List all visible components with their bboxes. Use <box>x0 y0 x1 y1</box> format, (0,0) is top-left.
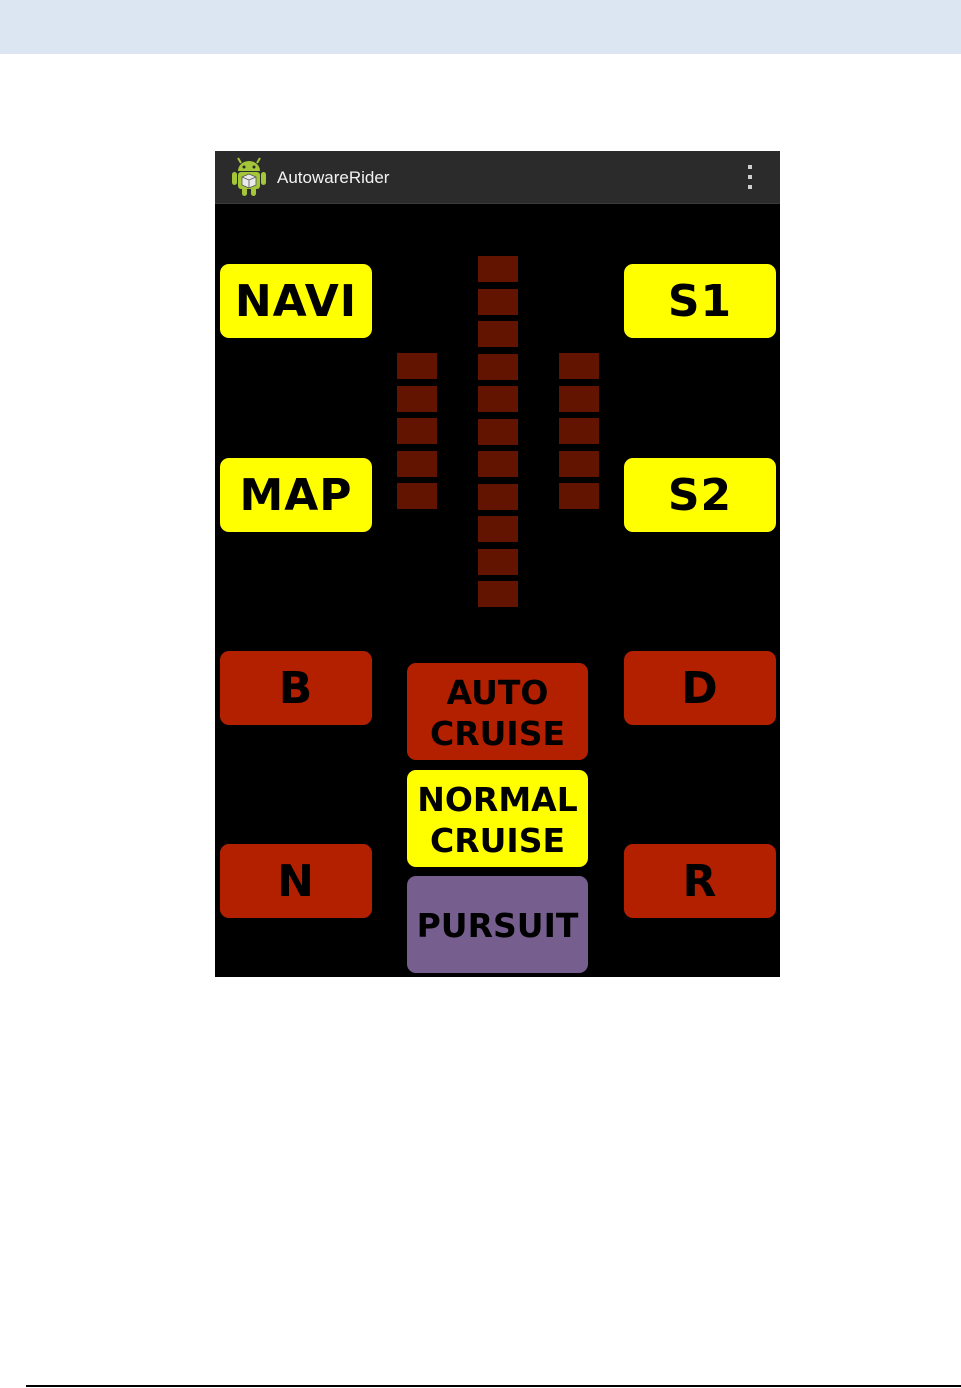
center-meter-segment <box>478 548 518 575</box>
app-title: AutowareRider <box>277 168 390 187</box>
left-meter-segment <box>397 418 437 444</box>
center-meter-segment <box>478 353 518 380</box>
left-meter-segment <box>397 385 437 412</box>
center-meter-segment <box>478 321 518 347</box>
auto-cruise-button[interactable]: AUTO CRUISE <box>407 663 588 760</box>
center-meter-segment <box>478 451 518 477</box>
action-bar: AutowareRider <box>215 151 780 204</box>
map-button[interactable]: MAP <box>220 458 372 532</box>
center-meter-segment <box>478 483 518 510</box>
s2-button[interactable]: S2 <box>624 458 776 532</box>
normal-cruise-button[interactable]: NORMAL CRUISE <box>407 770 588 867</box>
pursuit-button[interactable]: PURSUIT <box>407 876 588 973</box>
right-meter-segment <box>559 385 599 412</box>
gear-n-button[interactable]: N <box>220 844 372 918</box>
navi-button[interactable]: NAVI <box>220 264 372 338</box>
left-meter-segment <box>397 353 437 379</box>
center-meter-segment <box>478 288 518 315</box>
left-meter-segment <box>397 483 437 509</box>
center-meter-segment <box>478 256 518 282</box>
android-robot-icon <box>232 157 266 196</box>
gear-r-button[interactable]: R <box>624 844 776 918</box>
page-header-band <box>0 0 961 54</box>
right-meter-segment <box>559 450 599 477</box>
s1-button[interactable]: S1 <box>624 264 776 338</box>
center-meter-segment <box>478 516 518 542</box>
page-footer-rule <box>26 1385 961 1387</box>
right-meter-segment <box>559 353 599 379</box>
gear-b-button[interactable]: B <box>220 651 372 725</box>
right-meter-segment <box>559 418 599 444</box>
left-meter-segment <box>397 450 437 477</box>
overflow-menu-icon[interactable] <box>743 165 757 189</box>
app-screen: AutowareRider NAVI MAP B N S1 S2 D R AUT… <box>215 151 780 977</box>
center-meter-segment <box>478 386 518 412</box>
center-meter-segment <box>478 581 518 607</box>
gear-d-button[interactable]: D <box>624 651 776 725</box>
center-meter-segment <box>478 418 518 445</box>
right-meter-segment <box>559 483 599 509</box>
